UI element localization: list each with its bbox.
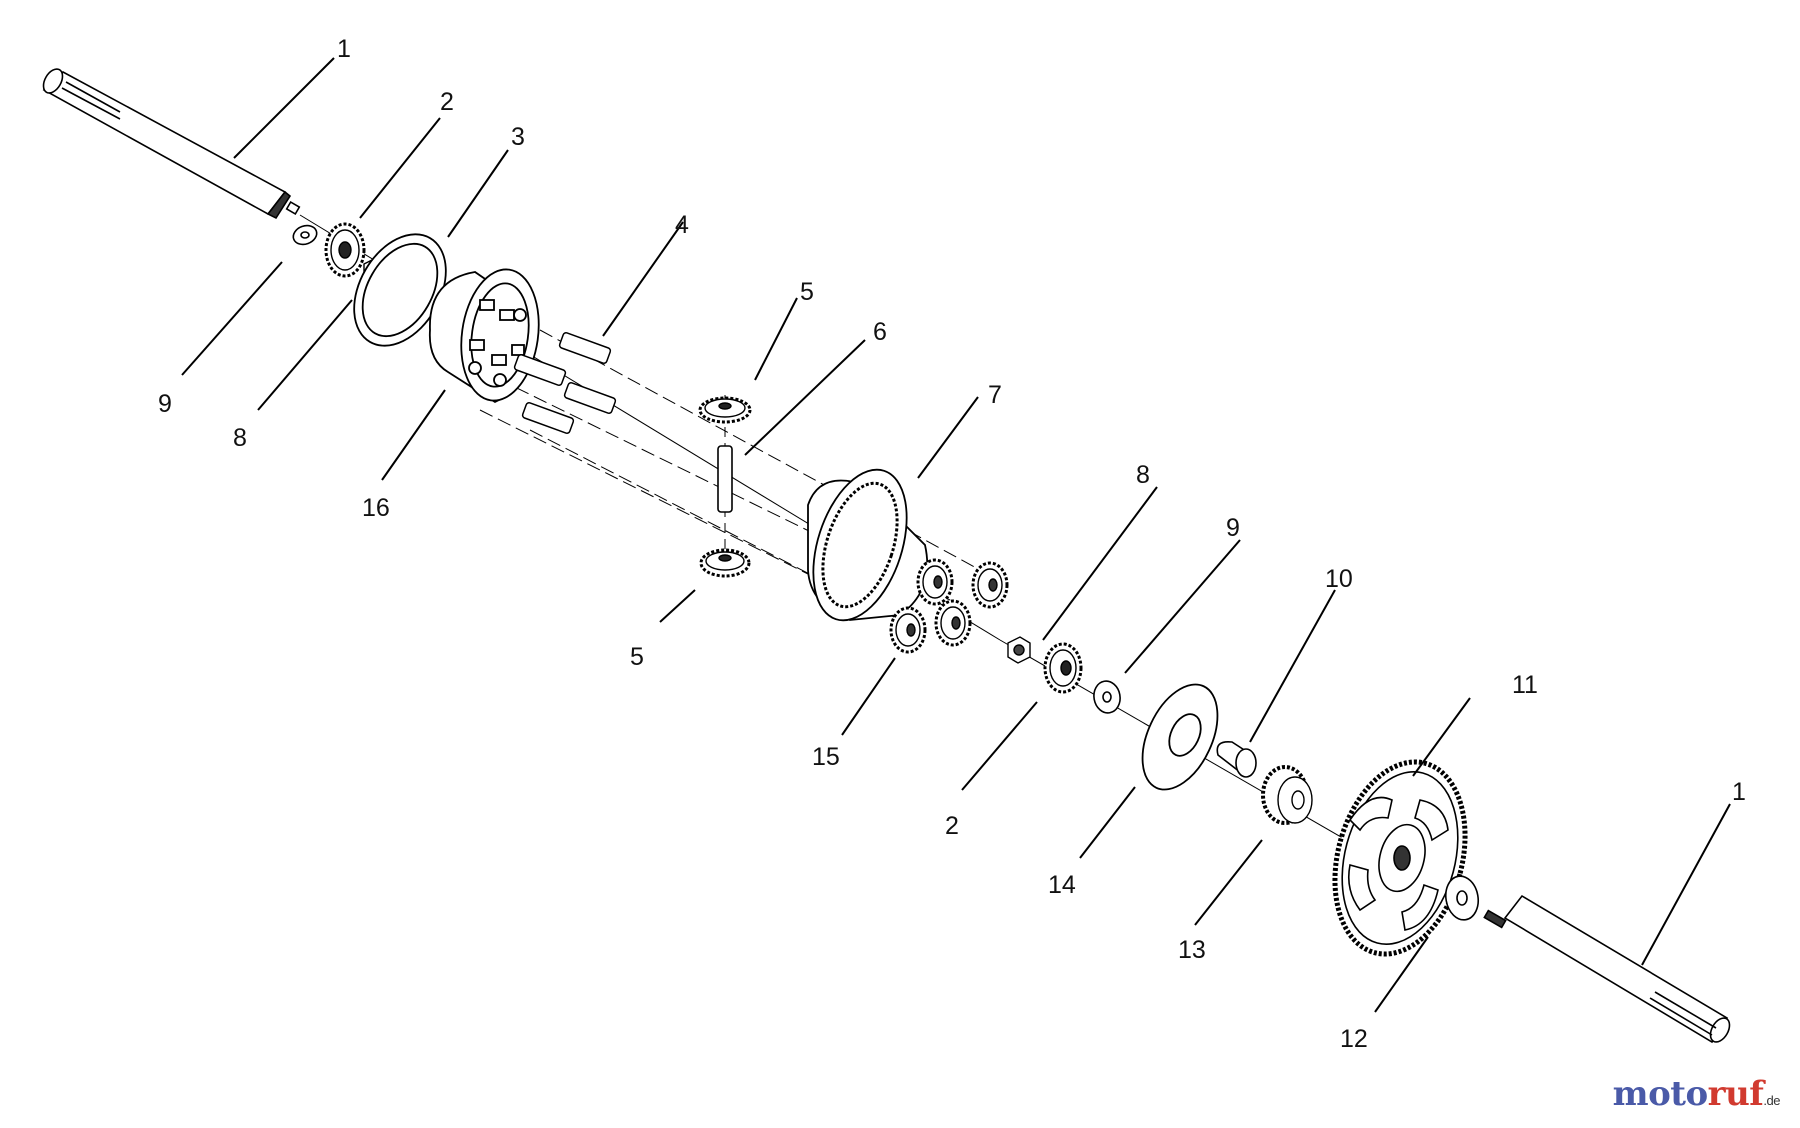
upper-pinion-gear (698, 396, 752, 424)
large-flat-washer (1141, 683, 1219, 791)
planet-gear (916, 558, 954, 606)
gear-retaining-washer (1444, 875, 1480, 921)
differential-housing (428, 268, 540, 404)
callout-3: 3 (511, 123, 525, 151)
left-thrust-washer (292, 224, 318, 246)
callout-13: 13 (1178, 936, 1206, 964)
callout-14: 14 (1048, 871, 1076, 899)
callout-7: 7 (988, 381, 1002, 409)
callout-9-right: 9 (1226, 514, 1240, 542)
site-watermark: motoruf.de (1612, 1074, 1781, 1114)
right-axle-shaft (1483, 894, 1731, 1044)
watermark-part-b: ruf (1707, 1074, 1764, 1114)
watermark-part-c: .de (1763, 1093, 1780, 1108)
leader-lines (181, 57, 1731, 1013)
large-thrust-washer (353, 233, 447, 347)
lower-pinion-gear (699, 548, 751, 578)
planet-gears (889, 558, 1009, 654)
callout-11: 11 (1512, 671, 1538, 699)
callout-9-left: 9 (158, 390, 172, 418)
callout-15: 15 (812, 743, 840, 771)
callout-1-right: 1 (1732, 778, 1746, 806)
left-axle-shaft (42, 68, 301, 220)
right-thrust-washer (1093, 680, 1121, 714)
planet-gear (934, 599, 972, 647)
right-hex-nut (1007, 636, 1031, 664)
callout-10: 10 (1325, 565, 1353, 593)
callout-5-upper: 5 (800, 278, 814, 306)
right-side-gear (1043, 642, 1083, 694)
large-spur-gear (1332, 759, 1468, 957)
callout-labels: 1 2 3 9 8 4 5 6 7 16 5 15 8 9 10 2 14 13… (158, 35, 1746, 1053)
callout-8-left: 8 (233, 424, 247, 452)
callout-4: 4 (675, 211, 689, 239)
callout-6: 6 (873, 318, 887, 346)
planet-gear (971, 561, 1009, 609)
callout-5-lower: 5 (630, 643, 644, 671)
drive-pinion-gear (1261, 765, 1313, 825)
callout-12: 12 (1340, 1025, 1368, 1053)
callout-2-right: 2 (945, 812, 959, 840)
callout-2-left: 2 (440, 88, 454, 116)
callout-1-left: 1 (337, 35, 351, 63)
callout-16: 16 (362, 494, 390, 522)
ring-gear-cover (807, 468, 929, 622)
left-side-gear (324, 222, 366, 278)
callout-8-right: 8 (1136, 461, 1150, 489)
cross-shaft (717, 445, 733, 513)
watermark-part-a: moto (1612, 1074, 1709, 1114)
spacer-bushing (1216, 740, 1257, 778)
planet-gear (889, 606, 927, 654)
pinion-shaft-pins (513, 332, 617, 434)
